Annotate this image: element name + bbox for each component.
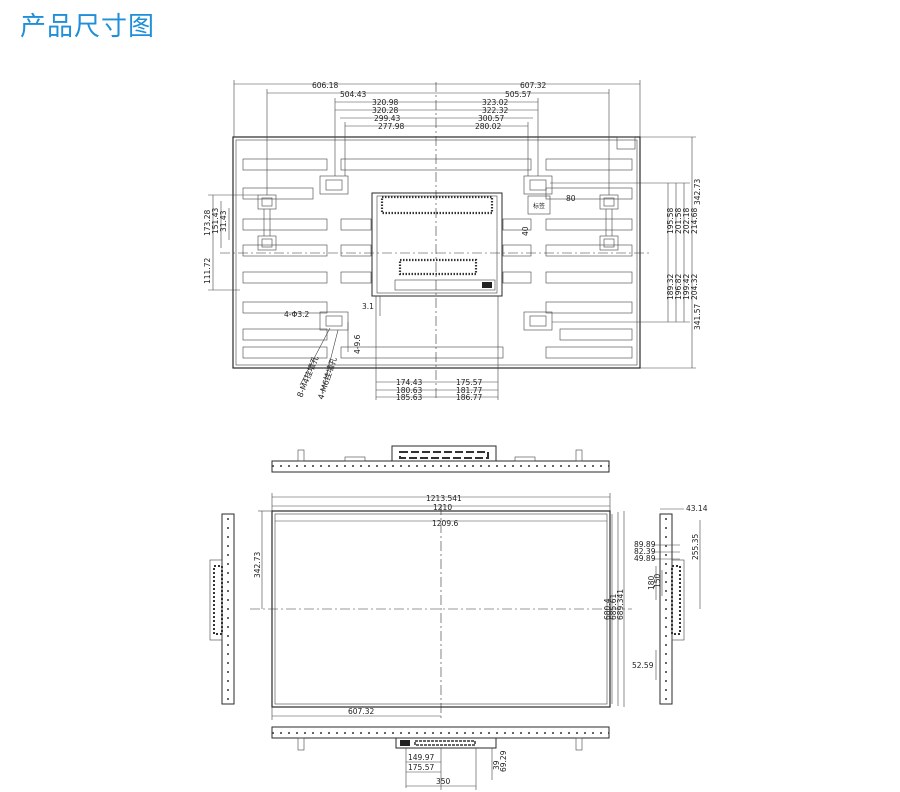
right-side-drawing: 43.14 89.89 82.39 49.89 180 150 255.35 5…: [632, 504, 708, 705]
dim-505-57: 505.57: [505, 90, 531, 99]
label-4-m6: 4-M6挂墙孔: [315, 356, 338, 401]
dim-299-43: 299.43: [374, 114, 400, 123]
dim-195-58: 195.58: [666, 208, 675, 234]
dim-280-02: 280.02: [475, 122, 501, 131]
dim-196-82: 196.82: [674, 274, 683, 300]
left-side-drawing: [209, 513, 235, 705]
dim-149-97: 149.97: [408, 753, 434, 762]
label-3-1: 3.1: [362, 302, 374, 311]
dim-175-57: 175.57: [456, 378, 482, 387]
dim-1209-6: 1209.6: [432, 519, 458, 528]
dim-204-32: 204.32: [690, 274, 699, 300]
dim-front-342-73: 342.73: [253, 552, 262, 578]
dim-49-89: 49.89: [634, 554, 656, 563]
top-view-drawing: [271, 445, 610, 473]
dim-175-57-bottom: 175.57: [408, 763, 434, 772]
dim-689-341: 689.341: [616, 589, 625, 620]
dim-323-02: 323.02: [482, 98, 508, 107]
dim-680-4: 680.4: [603, 598, 612, 620]
dim-186-77: 186.77: [456, 393, 482, 402]
dim-320-98: 320.98: [372, 98, 398, 107]
dim-173-28: 173.28: [203, 210, 212, 236]
dim-111-72: 111.72: [203, 258, 212, 284]
dim-185-63: 185.63: [396, 393, 422, 402]
dim-89-89: 89.89: [634, 540, 656, 549]
dim-31-43: 31.43: [219, 210, 228, 232]
dim-322-32: 322.32: [482, 106, 508, 115]
dim-300-57: 300.57: [478, 114, 504, 123]
dim-199-42: 199.42: [682, 274, 691, 300]
bottom-view-drawing: 149.97 175.57 350 39 69.29: [271, 726, 610, 790]
dim-189-32: 189.32: [666, 274, 675, 300]
dim-201-58: 201.58: [674, 208, 683, 234]
dim-214-68: 214.68: [690, 208, 699, 234]
label-tag: 标签: [533, 202, 545, 210]
dim-40: 40: [521, 226, 530, 236]
dim-1213-541: 1213.541: [426, 494, 462, 503]
dim-342-73: 342.73: [693, 179, 702, 205]
back-view-drawing: 606.18 607.32 504.43 505.57 320.98 323.0…: [203, 80, 702, 402]
page-title: 产品尺寸图: [20, 12, 156, 42]
dim-202-18: 202.18: [682, 208, 691, 234]
dim-277-98: 277.98: [378, 122, 404, 131]
label-4-9-6: 4-9.6: [353, 334, 362, 354]
dim-685-61: 685.61: [609, 594, 618, 620]
dim-180-63: 180.63: [396, 386, 422, 395]
dim-front-607-32: 607.32: [348, 707, 374, 716]
dim-607-32: 607.32: [520, 81, 546, 90]
label-holes-3-2: 4-Φ3.2: [284, 310, 310, 319]
dim-341-57: 341.57: [693, 304, 702, 330]
front-view-drawing: 1213.541 1210 1209.6 342.73 680.4 685.61…: [250, 493, 632, 720]
label-8-m4: 8-M4挂墙孔: [295, 354, 321, 399]
dim-151-43: 151.43: [211, 208, 220, 234]
dim-80: 80: [566, 194, 576, 203]
dim-43-14: 43.14: [686, 504, 708, 513]
dim-350: 350: [436, 777, 451, 786]
dim-1210: 1210: [433, 503, 452, 512]
dim-255-35: 255.35: [691, 534, 700, 560]
dim-52-59: 52.59: [632, 661, 654, 670]
dim-82-39: 82.39: [634, 547, 656, 556]
dim-69-29: 69.29: [499, 750, 508, 772]
dim-180: 180: [647, 575, 656, 590]
dim-606-18: 606.18: [312, 81, 338, 90]
dim-174-43: 174.43: [396, 378, 422, 387]
dim-320-28: 320.28: [372, 106, 398, 115]
dim-181-77: 181.77: [456, 386, 482, 395]
dim-150: 150: [653, 573, 662, 588]
dim-39: 39: [492, 760, 501, 770]
dim-504-43: 504.43: [340, 90, 366, 99]
